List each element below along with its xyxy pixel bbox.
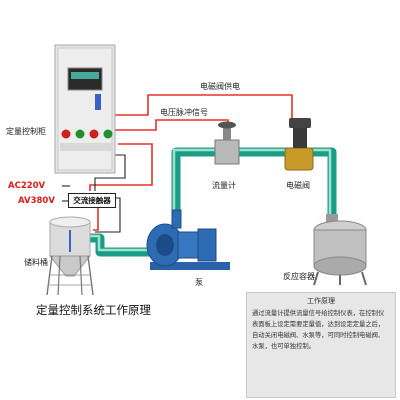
storage-tank xyxy=(46,216,94,296)
reactor-label: 反应容器 xyxy=(283,272,315,281)
ac220-label: AC220V xyxy=(8,181,46,191)
reactor-vessel xyxy=(313,214,367,286)
contactor-box: 交流接触器 xyxy=(68,193,116,208)
solenoid-valve xyxy=(284,118,314,171)
flowmeter-label: 流量计 xyxy=(212,181,236,190)
cabinet-label: 定量控制柜 xyxy=(6,127,46,136)
solenoid-valve-label: 电磁阀 xyxy=(286,181,310,190)
control-cabinet xyxy=(54,44,116,174)
diagram-title: 定量控制系统工作原理 xyxy=(36,303,151,317)
principle-box: 工作原理 通过流量计提供流量信号给控制仪表，在控制仪表面板上设定需要定量值，达到… xyxy=(246,292,396,398)
valve-power-label: 电磁阀供电 xyxy=(200,82,240,91)
principle-body: 通过流量计提供流量信号给控制仪表，在控制仪表面板上设定需要定量值，达到设定定量之… xyxy=(252,310,385,350)
flowmeter xyxy=(214,121,240,165)
black-wires xyxy=(62,154,126,233)
pump-label: 泵 xyxy=(195,278,203,287)
principle-heading: 工作原理 xyxy=(307,297,335,305)
storage-tank-label: 储料桶 xyxy=(24,258,48,267)
av380-label: AV380V xyxy=(18,196,55,206)
pump xyxy=(146,209,230,270)
pulse-signal-label: 电压脉冲信号 xyxy=(160,108,208,117)
